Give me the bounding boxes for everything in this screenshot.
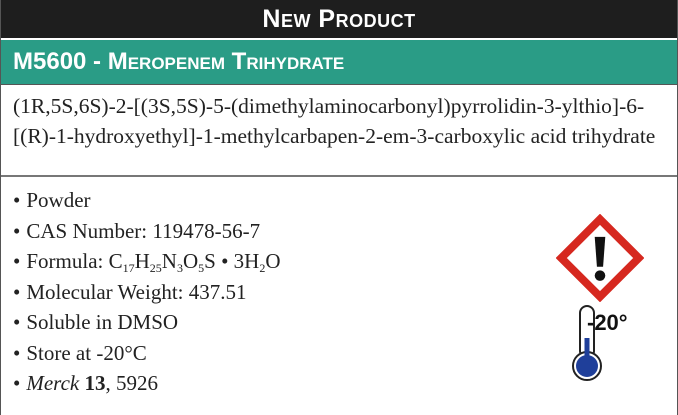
- thermometer-bulb: [576, 355, 598, 377]
- bullet: •: [13, 279, 21, 304]
- formula-symbol: O: [182, 249, 199, 273]
- formula-symbol: N: [161, 249, 177, 273]
- bullet: •: [13, 310, 21, 334]
- exclamation-diamond-icon: [556, 214, 644, 302]
- formula-symbol: H: [134, 249, 150, 273]
- formula-symbol: O: [265, 249, 281, 273]
- formula-subscript: 2: [259, 261, 266, 275]
- property-form: •Powder: [13, 185, 677, 216]
- form-text: Powder: [26, 188, 91, 212]
- thermometer-fill: [584, 338, 590, 364]
- formula-subscript: 5: [198, 261, 205, 275]
- solubility-text: Soluble in DMSO: [26, 310, 179, 334]
- formula-subscript: 25: [149, 261, 162, 275]
- formula-subscript: 17: [122, 261, 135, 275]
- mw-text: Molecular Weight: 437.51: [26, 279, 247, 304]
- chemical-name: (1R,5S,6S)-2-[(3S,5S)-5-(dimethylaminoca…: [1, 85, 677, 177]
- new-product-header: New Product: [1, 0, 677, 38]
- merck-title: Merck: [26, 371, 80, 395]
- formula-symbol: C: [108, 249, 123, 273]
- exclamation-dot: [594, 270, 606, 281]
- formula-prefix: Formula:: [26, 249, 109, 273]
- formula-symbol: S • 3H: [204, 249, 260, 273]
- storage-text: Store at -20°C: [26, 340, 147, 365]
- property-list: •Powder •CAS Number: 119478-56-7 •Formul…: [1, 177, 677, 399]
- property-merck: •Merck 13, 5926: [13, 368, 677, 399]
- thermometer-icon: [572, 305, 602, 381]
- bullet: •: [13, 340, 21, 365]
- property-solubility: •Soluble in DMSO: [13, 307, 677, 338]
- exclamation-mark: [594, 236, 606, 267]
- property-cas: •CAS Number: 119478-56-7: [13, 216, 677, 247]
- formula-subscript: 3: [176, 261, 183, 275]
- merck-volume: 13: [84, 371, 106, 395]
- bullet: •: [13, 371, 21, 395]
- bullet: •: [13, 188, 21, 212]
- temperature-label: -20°: [587, 310, 628, 335]
- property-formula: •Formula: C17H25N3O5S • 3H2O: [13, 246, 677, 277]
- bullet: •: [13, 249, 21, 273]
- property-mw: •Molecular Weight: 437.51: [13, 277, 677, 308]
- formula-value: C17H25N3O5S • 3H2O: [108, 249, 281, 275]
- bullet: •: [13, 218, 21, 243]
- property-storage: •Store at -20°C: [13, 338, 677, 369]
- merck-entry: , 5926: [105, 371, 158, 395]
- cas-text: CAS Number: 119478-56-7: [26, 218, 261, 243]
- product-title: M5600 - Meropenem Trihydrate: [1, 38, 677, 85]
